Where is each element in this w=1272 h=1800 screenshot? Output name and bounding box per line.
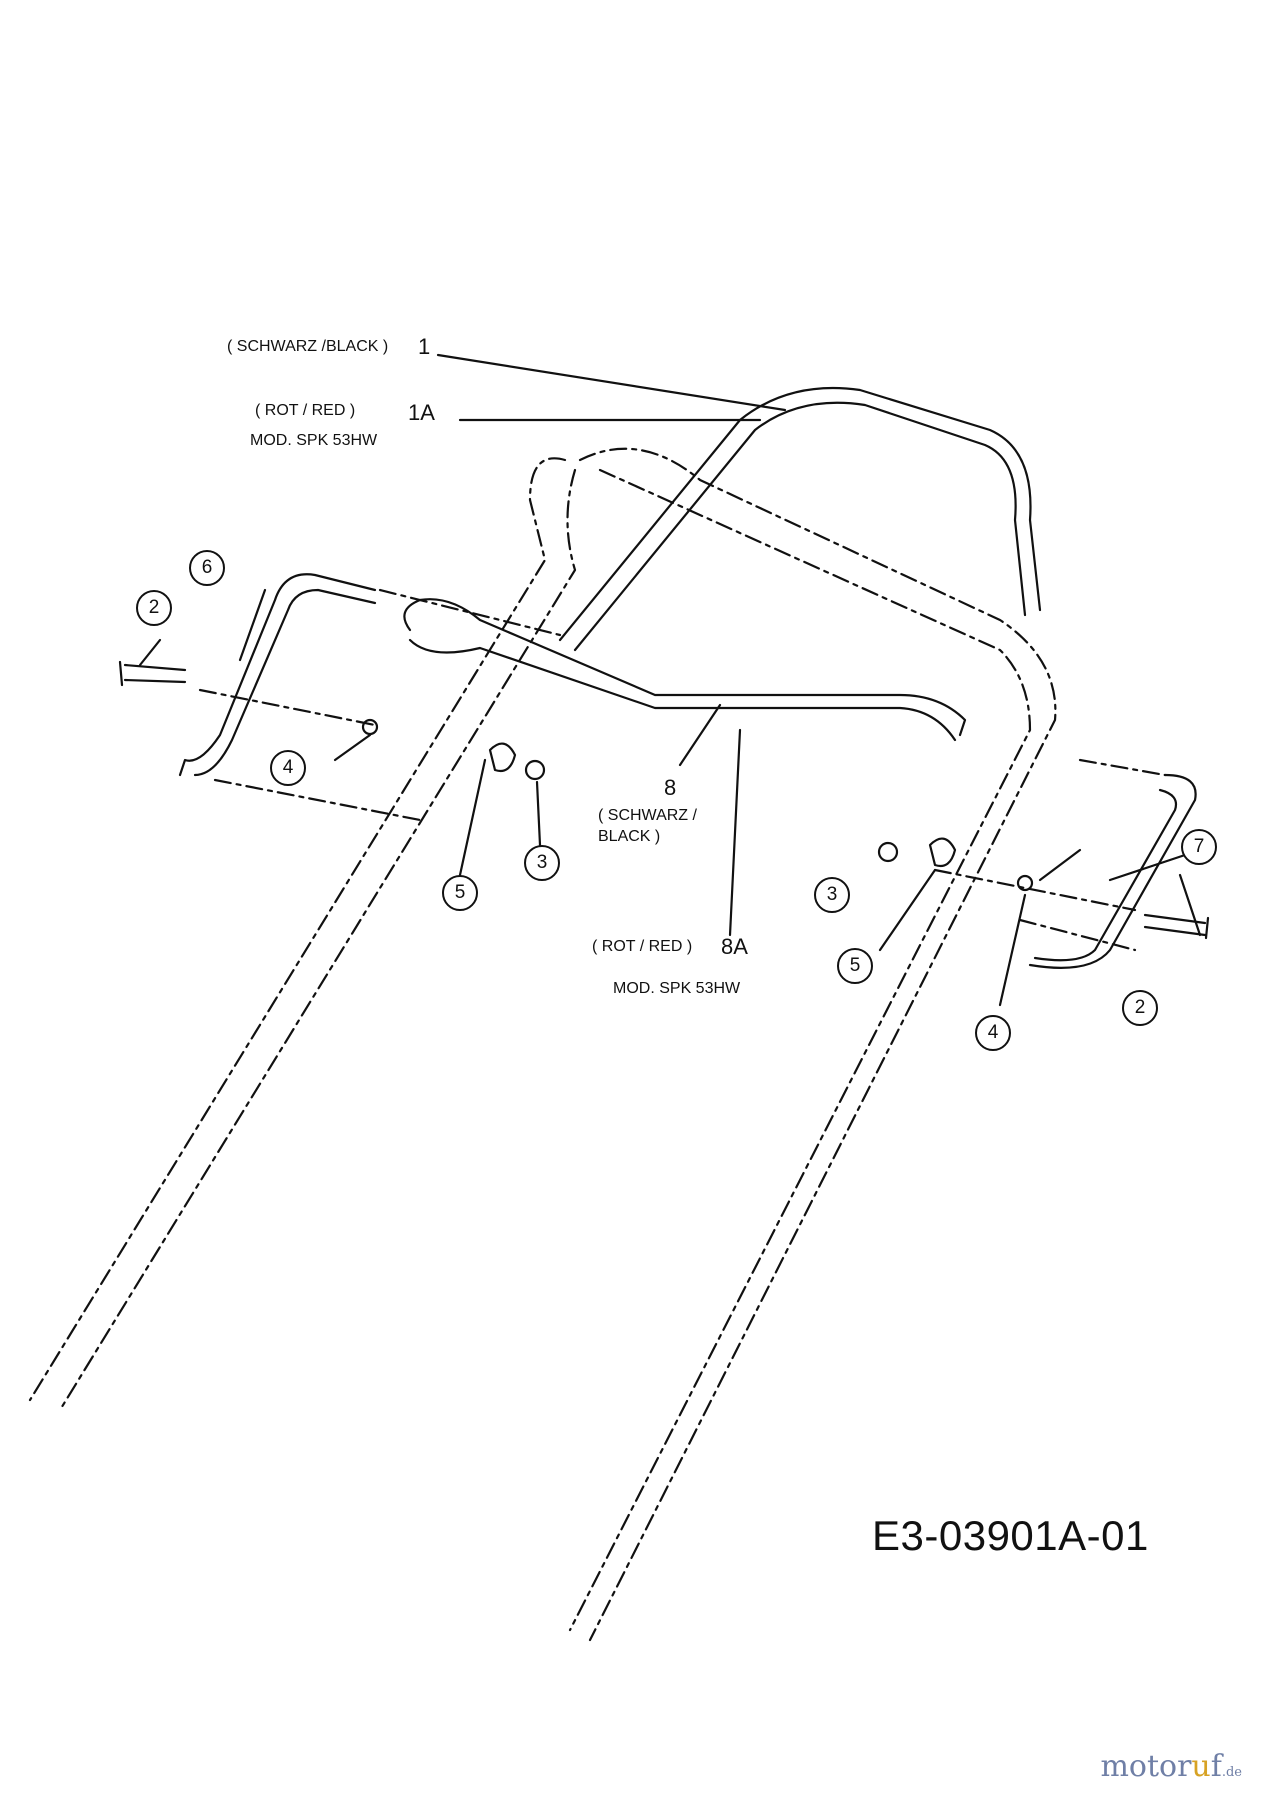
callout-3-left: 3 (524, 845, 560, 881)
part8a-number: 8A (721, 934, 748, 959)
part8-color-label-line1: ( SCHWARZ / (598, 807, 697, 824)
part1-color-label: ( SCHWARZ /BLACK ) (227, 338, 389, 355)
part8-number: 8 (664, 775, 677, 800)
part1a-color-label: ( ROT / RED ) (255, 402, 356, 419)
left-main-tube (28, 457, 567, 1402)
watermark-main: motoruf (1100, 1749, 1222, 1784)
part1a-number: 1A (408, 400, 435, 425)
part1a-model-label: MOD. SPK 53HW (250, 432, 378, 449)
callout-5-right: 5 (837, 948, 873, 984)
bolt-right (1143, 913, 1210, 940)
callout-5-left: 5 (442, 875, 478, 911)
watermark-tld: .de (1221, 1765, 1242, 1780)
right-main-tube (578, 447, 1057, 1642)
right-bracket (1028, 773, 1197, 969)
part8a-color-label: ( ROT / RED ) (592, 938, 693, 955)
part1-number: 1 (418, 334, 431, 359)
callout-4-right: 4 (975, 1015, 1011, 1051)
bolt-left (118, 660, 187, 687)
lower-bar (403, 598, 967, 737)
callout-7: 7 (1181, 829, 1217, 865)
callout-2-left: 2 (136, 590, 172, 626)
upper-handle-bar (558, 386, 1042, 642)
callout-2-right: 2 (1122, 990, 1158, 1026)
part8-color-label-line2: BLACK ) (598, 828, 661, 845)
callout-4-left: 4 (270, 750, 306, 786)
callout-3-right: 3 (814, 877, 850, 913)
part8a-model-label: MOD. SPK 53HW (613, 980, 741, 997)
left-bracket (178, 573, 377, 777)
drawing-code: E3-03901A-01 (872, 1512, 1149, 1559)
motoruf-watermark: motoruf.de (1100, 1749, 1242, 1784)
callout-6: 6 (189, 550, 225, 586)
